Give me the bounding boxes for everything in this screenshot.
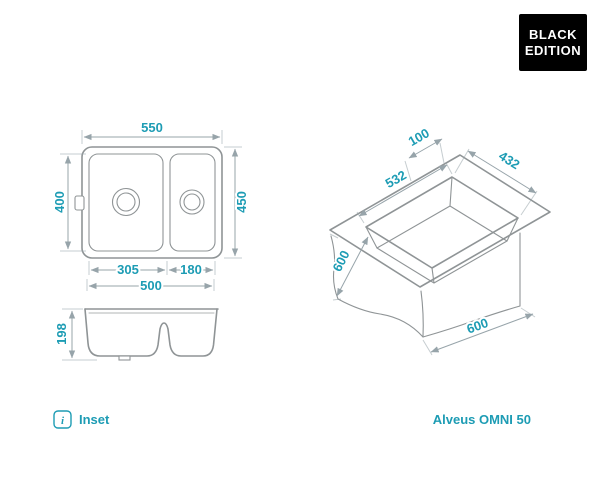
footer: i Inset Alveus OMNI 50: [53, 410, 531, 429]
dim-cutout-length: 532: [356, 162, 453, 224]
product-name: Alveus OMNI 50: [433, 412, 531, 427]
dim-overall-depth: 450: [224, 146, 251, 259]
dim-bottom-width: 500: [86, 276, 215, 295]
overflow-tab: [74, 195, 85, 211]
drain-stub: [118, 355, 131, 361]
dim-198-label: 198: [54, 323, 69, 345]
dim-600-left-label: 600: [329, 248, 352, 274]
left-drain-inner: [116, 192, 136, 212]
badge-line2: EDITION: [525, 43, 581, 58]
badge-background: [519, 14, 587, 71]
black-edition-badge: BLACK EDITION: [519, 14, 587, 71]
dim-305-label: 305: [117, 262, 139, 277]
bowl-wall-edge: [449, 176, 453, 207]
dim-bowl-widths: 305 180: [88, 260, 216, 279]
dim-500-label: 500: [140, 278, 162, 293]
dim-550-label: 550: [141, 120, 163, 135]
info-icon: [53, 410, 72, 429]
dim-overall-width: 550: [81, 118, 223, 144]
install-type-label: Inset: [79, 412, 110, 427]
dim-600-bottom-label: 600: [465, 315, 491, 337]
iso-view: 100 432 532 600 600: [327, 123, 551, 356]
info-icon-glyph: i: [61, 415, 65, 427]
right-drain-inner: [183, 193, 201, 211]
dim-450-label: 450: [234, 191, 249, 213]
dim-400-label: 400: [52, 191, 67, 213]
dim-bowl-depth: 400: [50, 153, 86, 252]
bowl-wall-edge: [431, 267, 435, 284]
right-bowl-outline: [169, 153, 216, 252]
dim-432-label: 432: [496, 148, 522, 172]
front-view: 198: [52, 308, 219, 361]
bowl-wall-edge: [365, 226, 378, 249]
right-drain-outer: [179, 189, 205, 215]
section-profile: [84, 308, 218, 357]
cabinet-front-edge: [420, 290, 424, 338]
dim-edge-offset: 100: [404, 123, 445, 182]
dim-100-label: 100: [406, 125, 432, 149]
bowl-wall-edge: [506, 217, 519, 242]
left-drain-outer: [111, 187, 141, 217]
top-view: 550 400 450 305 180 500: [50, 118, 251, 295]
left-bowl-outline: [88, 153, 164, 252]
dim-180-label: 180: [180, 262, 202, 277]
dim-sink-height: 198: [52, 308, 97, 361]
badge-line1: BLACK: [529, 27, 577, 42]
sink-outer-outline: [81, 146, 223, 259]
